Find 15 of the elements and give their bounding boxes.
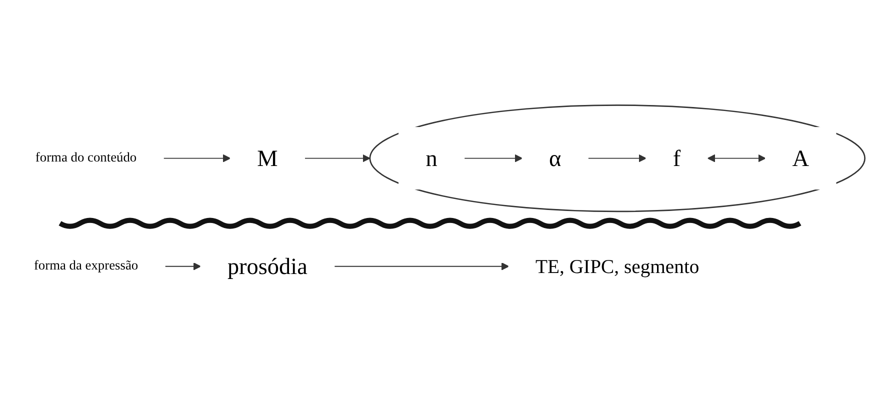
node-text: prosódia (227, 253, 308, 280)
node-text: TE, GIPC, segmento (536, 255, 700, 278)
arrow (304, 154, 370, 162)
node-text: forma do conteúdo (35, 150, 137, 166)
arrow (707, 154, 766, 162)
arrow (464, 154, 523, 162)
arrow (164, 262, 201, 270)
arrow (162, 154, 231, 162)
node-text: f (672, 145, 681, 172)
node-text: forma da expressão (34, 258, 138, 274)
node-text: M (257, 145, 278, 172)
arrow (588, 154, 646, 162)
arrow (334, 262, 510, 270)
cluster (369, 104, 866, 212)
node-text: α (549, 145, 562, 172)
